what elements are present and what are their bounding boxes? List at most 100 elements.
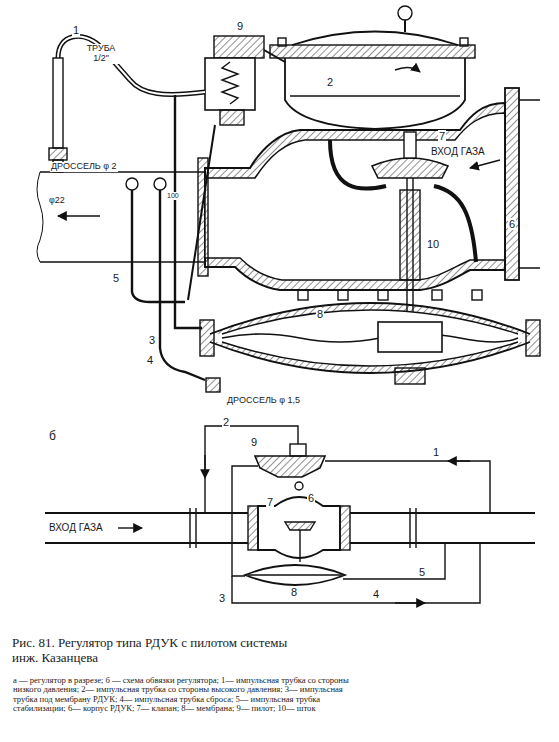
impulse-tube-5 <box>132 190 185 302</box>
membrane-housing <box>245 565 345 585</box>
impulse-tube-4 <box>160 190 205 380</box>
fitting-nut <box>49 148 67 160</box>
gas-pipe <box>45 513 535 543</box>
pilot-tube <box>264 50 285 62</box>
membrane-upper-shell <box>210 303 530 334</box>
callout-number: 6 <box>307 492 315 504</box>
callout-number: 3 <box>218 592 226 604</box>
flow-arrow <box>58 215 100 216</box>
membrane <box>248 574 342 575</box>
pipe-break <box>37 172 43 262</box>
pilot-head <box>214 36 264 58</box>
stem <box>299 530 300 562</box>
tube-arrow <box>448 460 470 461</box>
tube-arrow <box>204 455 205 478</box>
callout-number: 6 <box>508 218 516 230</box>
membrane-upper-cavity <box>222 310 518 334</box>
housing-bolts <box>298 290 482 300</box>
callout-number: 1 <box>72 24 80 36</box>
valve-body-cavity <box>205 113 505 280</box>
membrane-flange <box>200 320 214 356</box>
inlet-flange <box>505 88 519 280</box>
callout-number: 4 <box>146 354 154 366</box>
impulse-tube-5 <box>343 543 445 579</box>
pipe-joint <box>190 508 416 548</box>
membrane-flange <box>526 320 540 356</box>
callout-number: 9 <box>250 436 258 448</box>
pilot <box>255 456 325 477</box>
inlet-arrow <box>470 160 500 168</box>
impulse-tube-4 <box>232 543 480 603</box>
membrane-lower-cavity <box>222 342 518 366</box>
callout-number: 5 <box>418 566 426 578</box>
callout-number: φ22 <box>48 196 66 206</box>
valve-body <box>205 103 505 290</box>
callout-number: б <box>48 430 57 443</box>
section-view <box>37 6 540 392</box>
impulse-tube-1 <box>325 461 490 513</box>
annotation-label: ВХОД ГАЗА <box>430 146 486 157</box>
callout-number: 5 <box>112 272 120 284</box>
flow-arrow <box>118 527 142 528</box>
bottom-cap <box>395 368 425 384</box>
bolt <box>278 38 286 46</box>
pilot-outlet-tube <box>188 125 215 300</box>
callout-number: 1 <box>432 446 440 458</box>
piping-scheme <box>45 426 535 603</box>
throttle <box>154 178 166 190</box>
annotation-label: ДРОССЕЛЬ φ 1,5 <box>226 396 301 406</box>
pilot-spring <box>222 62 238 104</box>
body <box>258 497 340 558</box>
callout-number: 100 <box>166 192 180 200</box>
callout-number: 10 <box>426 238 440 250</box>
cap-ring <box>295 482 303 490</box>
figure-caption: Рис. 81. Регулятор типа РДУК с пилотом с… <box>12 636 312 666</box>
throttle-fitting <box>206 378 220 392</box>
bolt <box>460 38 468 46</box>
callout-number: 8 <box>290 586 298 598</box>
cap-dome <box>285 58 465 129</box>
impulse-tube <box>58 36 205 94</box>
cap-bolt <box>404 20 406 32</box>
annotation-label: ВХОД ГАЗА <box>48 522 104 533</box>
pilot-body <box>205 58 255 110</box>
callout-number: 7 <box>438 130 446 142</box>
fitting <box>53 58 63 148</box>
callout-number: 2 <box>326 76 334 88</box>
valve-disk <box>372 158 448 178</box>
pilot-nut <box>220 110 244 125</box>
impulse-tube-2 <box>205 426 298 513</box>
callout-number: 9 <box>236 20 244 32</box>
outlet-pipe <box>40 172 205 262</box>
callout-number: 4 <box>372 588 380 600</box>
seat-partition <box>434 186 476 262</box>
annotation-label: ДРОССЕЛЬ φ 2 <box>50 162 118 172</box>
stem-guide <box>400 190 420 280</box>
cap-arrow <box>395 67 420 72</box>
pilot-head <box>290 444 306 456</box>
callout-number: 7 <box>266 496 274 508</box>
annotation-label: ТРУБА 1/2" <box>80 44 122 64</box>
cap-lid <box>292 32 458 46</box>
inlet-pipe <box>519 100 540 268</box>
tube-arrow <box>395 602 425 603</box>
cap-flange <box>270 45 475 58</box>
callout-number: 8 <box>316 308 324 320</box>
impulse-tube-bore <box>58 36 205 94</box>
body-flange <box>340 506 350 550</box>
membrane <box>222 334 518 342</box>
callout-number: 2 <box>222 416 230 428</box>
impulse-tube-3 <box>232 466 258 576</box>
membrane-disk <box>378 322 442 352</box>
throttle <box>126 178 138 190</box>
membrane-lower-shell <box>210 342 530 373</box>
valve-spindle <box>404 132 416 158</box>
cap-ring <box>398 6 412 20</box>
figure-legend-text: а — регулятор в разрезе; б — схема обвяз… <box>12 676 359 714</box>
callout-number: 3 <box>148 334 156 346</box>
body-flange <box>248 506 258 550</box>
valve <box>285 522 315 530</box>
cap-disk <box>290 95 460 96</box>
